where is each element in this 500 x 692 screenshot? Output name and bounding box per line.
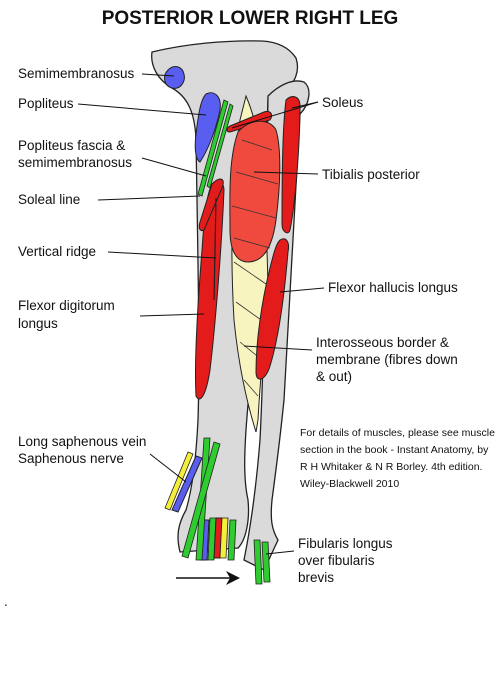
flexor-hallucis-longus-origin (255, 238, 289, 380)
tibialis-posterior-muscle (229, 120, 281, 263)
leader-soleus-2 (231, 101, 319, 129)
label-soleus: Soleus (322, 95, 364, 110)
leader-fhl (279, 287, 325, 293)
diagram-title: POSTERIOR LOWER RIGHT LEG (102, 8, 399, 29)
leader-popliteus (77, 103, 207, 116)
vertical-ridge-line (213, 197, 217, 301)
tibialis-posterior-fibres (231, 139, 279, 249)
fibularis-tendons (253, 539, 271, 585)
leader-fibularis (265, 550, 295, 555)
leader-vertical-ridge (107, 251, 217, 259)
leader-interosseous (243, 345, 313, 351)
label-fibularis-1: Fibularis longus (298, 536, 393, 551)
semimembranosus-insertion (164, 66, 185, 89)
label-popliteus: Popliteus (18, 96, 74, 111)
reference-note-line-2: section in the book - Instant Anatomy, b… (300, 444, 489, 456)
reference-note-line-3: R H Whitaker & N R Borley. 4th edition. (300, 461, 482, 473)
reference-note-line-4: Wiley-Blackwell 2010 (300, 478, 399, 490)
label-fdl-1: Flexor digitorum (18, 298, 115, 313)
label-popliteus-fascia-1: Popliteus fascia & (18, 138, 125, 153)
leader-soleal-line (97, 195, 201, 201)
stray-mark: . (4, 594, 8, 609)
popliteus-fascia-strip (197, 99, 229, 197)
label-soleal-line: Soleal line (18, 192, 80, 207)
saphenous-nerve-strip (164, 451, 194, 511)
label-fdl-2: longus (18, 316, 58, 331)
label-saphenous-vein: Long saphenous vein (18, 434, 146, 449)
soleal-line-strip (198, 178, 224, 231)
green-tendon-b (181, 441, 221, 559)
soleus-origin (281, 96, 301, 234)
leader-fdl (139, 313, 205, 317)
fibularis-longus-tendon (253, 539, 263, 585)
label-saphenous-nerve: Saphenous nerve (18, 451, 124, 466)
label-fibularis-2: over fibularis (298, 553, 375, 568)
label-interosseous-1: Interosseous border & (316, 335, 449, 350)
label-popliteus-fascia-2: semimembranosus (18, 155, 132, 170)
flexor-digitorum-longus-origin (194, 180, 225, 400)
saphenous-structures (164, 437, 221, 561)
label-semimembranosus: Semimembranosus (18, 66, 135, 81)
leader-semimembranosus (141, 73, 175, 77)
leader-popliteus-fascia (141, 157, 207, 177)
label-vertical-ridge: Vertical ridge (18, 244, 96, 259)
label-tibialis-posterior: Tibialis posterior (322, 167, 420, 182)
popliteus-muscle (194, 92, 221, 163)
fibularis-brevis-tendon (261, 541, 271, 583)
leader-tibialis-posterior (253, 171, 319, 175)
leader-saphenous (149, 453, 187, 483)
long-saphenous-vein (171, 455, 203, 513)
ankle-tendons (199, 517, 237, 561)
label-interosseous-2: membrane (fibres down (316, 352, 458, 367)
reference-note-line-1: For details of muscles, please see muscl… (300, 427, 495, 439)
label-fibularis-3: brevis (298, 570, 334, 585)
direction-arrow-head (226, 571, 240, 585)
label-fhl: Flexor hallucis longus (328, 280, 458, 295)
label-interosseous-3: & out) (316, 369, 352, 384)
soleal-line-origin (226, 111, 273, 133)
